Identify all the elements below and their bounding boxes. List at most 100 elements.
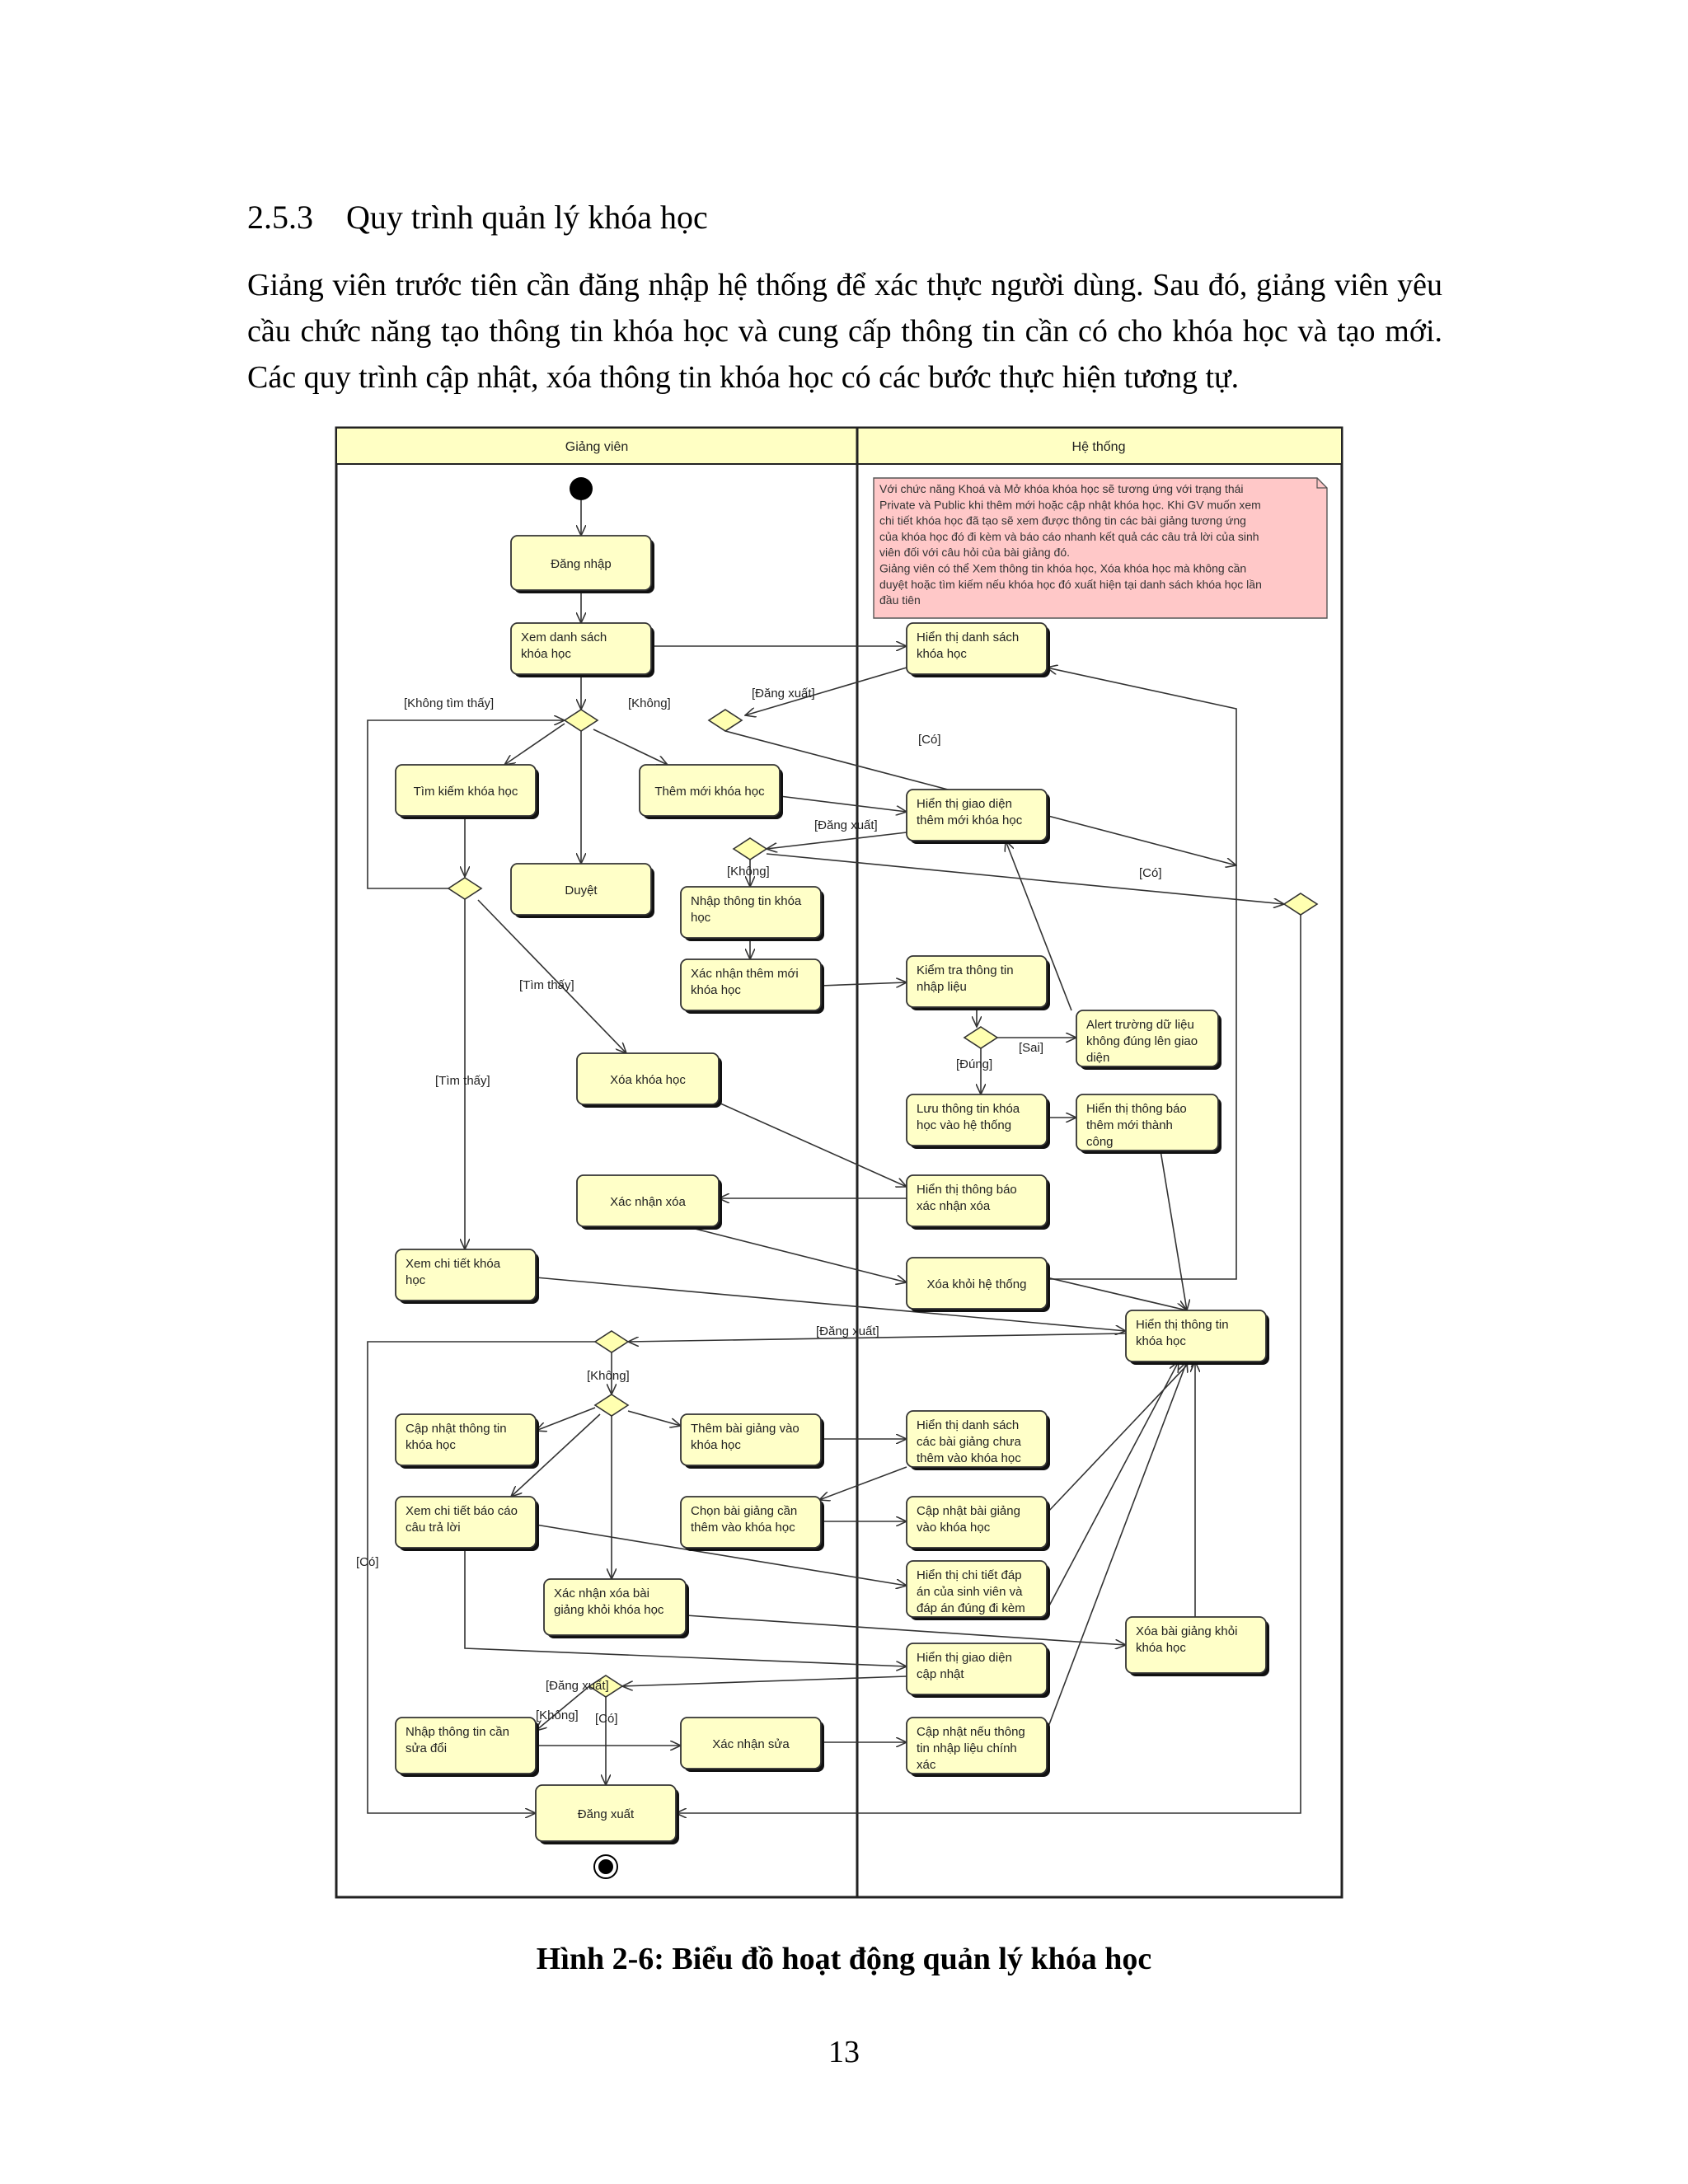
action-xn-sua: Xác nhận sửa	[680, 1717, 824, 1772]
action-tb-xoa: Hiển thị thông báo xác nhận xóa	[906, 1174, 1050, 1230]
flow-edge	[1046, 1361, 1179, 1611]
action-dang-xuat: Đăng xuất	[535, 1784, 679, 1844]
guard-label: [Không]	[536, 1708, 579, 1722]
action-xn-xoa: Xác nhận xóa	[576, 1174, 722, 1230]
action-label: thêm vào khóa học	[691, 1521, 795, 1535]
action-label: khóa học	[1136, 1334, 1186, 1348]
action-label: thêm mới khóa học	[917, 813, 1023, 827]
action-label: các bài giảng chưa	[917, 1435, 1021, 1449]
flow-edge	[464, 1548, 907, 1666]
flow-edge	[504, 723, 565, 765]
action-label: Kiểm tra thông tin	[917, 963, 1014, 977]
lane-header-bar	[335, 427, 1343, 465]
flow-edge	[745, 667, 907, 715]
flow-edge	[659, 1219, 907, 1282]
action-label: học	[691, 911, 711, 925]
figure-caption: Hình 2-6: Biểu đồ hoạt động quản lý khóa…	[536, 1942, 1152, 1976]
action-label: Xem chi tiết báo cáo	[406, 1504, 518, 1518]
action-label: câu trả lời	[406, 1521, 461, 1535]
action-label: Xem chi tiết khóa	[406, 1257, 501, 1271]
action-label: Hiển thị thông báo	[917, 1183, 1017, 1197]
action-xoa-ht: Xóa khỏi hệ thống	[906, 1257, 1050, 1312]
guard-label: [Tìm thấy]	[519, 978, 574, 992]
action-label: Xác nhận xóa bài	[554, 1586, 649, 1601]
diagram-frame	[335, 426, 1343, 1899]
decision-node	[563, 709, 599, 732]
note-line: Với chức năng Khoá và Mở khóa khóa học s…	[879, 482, 1244, 495]
action-label: Xác nhận sửa	[712, 1737, 790, 1751]
annotation-note: Với chức năng Khoá và Mở khóa khóa học s…	[873, 477, 1328, 619]
action-label: Hiển thị giao diện	[917, 797, 1012, 811]
action-label: Cập nhật thông tin	[406, 1422, 507, 1436]
decision-node	[732, 837, 768, 860]
flow-edge	[367, 720, 565, 889]
guard-label: [Đăng xuất]	[816, 1324, 879, 1338]
action-label: không đúng lên giao	[1086, 1034, 1198, 1048]
guard-label: [Tìm thấy]	[435, 1074, 490, 1088]
flow-edge	[1046, 1361, 1187, 1732]
action-label: Lưu thông tin khóa	[917, 1102, 1020, 1116]
flow-edge	[1047, 668, 1237, 1280]
guard-label: [Đăng xuất]	[814, 818, 878, 832]
action-label: Xóa bài giảng khỏi	[1136, 1624, 1237, 1638]
flow-edge	[536, 1685, 590, 1731]
paragraph-text: Giảng viên trước tiên cần đăng nhập hệ t…	[247, 268, 1442, 395]
action-label: án của sinh viên và	[917, 1585, 1023, 1599]
flow-edge	[367, 1341, 595, 1813]
action-duyet: Duyệt	[510, 863, 654, 918]
action-label: Xóa khỏi hệ thống	[927, 1277, 1027, 1291]
action-label: học	[406, 1273, 426, 1287]
action-xem-bc: Xem chi tiết báo cáo câu trả lời	[395, 1496, 539, 1551]
note-line: Private và Public khi thêm mới hoặc cập …	[879, 498, 1261, 511]
guard-label: [Không]	[587, 1369, 630, 1383]
guard-label: [Không tìm thấy]	[404, 696, 494, 710]
action-label: Hiển thị thông tin	[1136, 1318, 1229, 1332]
decision-node	[963, 1026, 999, 1049]
action-label: đáp án đúng đi kèm	[917, 1601, 1025, 1615]
note-line: của khóa học đó đi kèm và báo cáo nhanh …	[879, 530, 1259, 543]
action-label: khóa học	[1136, 1641, 1186, 1655]
guard-label: [Có]	[356, 1555, 379, 1569]
action-label: Xác nhận thêm mới	[691, 967, 799, 981]
flow-edge	[535, 1277, 1126, 1331]
action-label: Xem danh sách	[521, 630, 607, 644]
flow-edge	[685, 1615, 1126, 1645]
flow-edge	[477, 899, 626, 1053]
note-line: Giảng viên có thể Xem thông tin khóa học…	[879, 562, 1246, 575]
decision-node	[707, 709, 743, 732]
action-label: xác nhận xóa	[917, 1199, 991, 1213]
action-label: học vào hệ thống	[917, 1118, 1011, 1132]
guard-label: [Có]	[1139, 866, 1162, 880]
start-node	[570, 477, 593, 500]
guard-label: [Đăng xuất]	[546, 1679, 609, 1693]
decision-node	[588, 1675, 624, 1698]
action-label: xác	[917, 1758, 936, 1772]
action-label: Cập nhật bài giảng	[917, 1504, 1020, 1518]
action-label: Cập nhật nếu thông	[917, 1725, 1025, 1739]
decision-node	[593, 1394, 630, 1417]
action-label: Hiển thị danh sách	[917, 1418, 1019, 1432]
action-tim-kiem: Tìm kiếm khóa học	[395, 764, 539, 819]
flow-edge	[627, 1410, 681, 1426]
action-label: thêm mới thành	[1086, 1118, 1173, 1132]
decision-node	[593, 1330, 630, 1353]
action-label: tin nhập liệu chính	[917, 1741, 1017, 1755]
guard-label: [Đăng xuất]	[752, 687, 815, 701]
action-xem-ct: Xem chi tiết khóa học	[395, 1249, 539, 1304]
body-paragraph: Giảng viên trước tiên cần đăng nhập hệ t…	[247, 262, 1442, 401]
flow-edge	[676, 915, 1301, 1813]
note-line: viên đối với câu hỏi của bài giảng đó.	[879, 546, 1070, 559]
action-them-moi: Thêm mới khóa học	[639, 764, 783, 819]
flow-edge	[820, 982, 907, 986]
action-hien-them: Hiển thị giao diện thêm mới khóa học	[906, 789, 1050, 844]
action-label: Thêm mới khóa học	[654, 785, 765, 799]
